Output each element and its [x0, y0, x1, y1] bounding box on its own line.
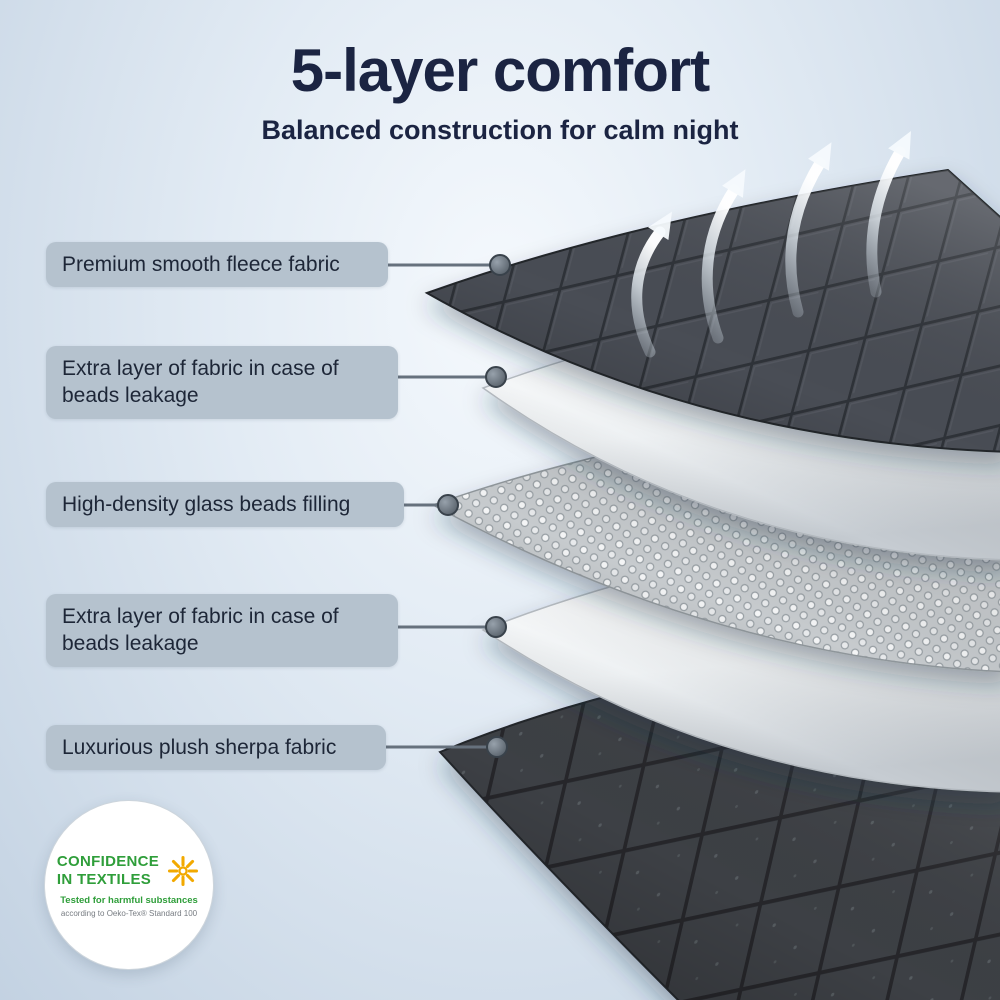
airflow-arrowhead-icon	[648, 211, 673, 240]
airflow-arrow-icon	[866, 146, 906, 298]
layer-label-text: High-density glass beads filling	[62, 493, 351, 516]
beads-layer-sheet	[431, 391, 1000, 673]
layer-label-sherpa: Luxurious plush sherpa fabric	[46, 725, 386, 771]
connector-dot-1	[489, 254, 511, 276]
layer-label-beads: High-density glass beads filling	[46, 482, 404, 528]
airflow-arrow-icon	[701, 184, 740, 344]
fleece-layer-sheet	[424, 168, 1000, 453]
badge-line-1: CONFIDENCE	[56, 853, 160, 871]
airflow-arrows-icon	[631, 130, 911, 358]
oeko-tex-badge: CONFIDENCE IN TEXTILES Tested for harmfu…	[44, 800, 214, 970]
inner-fabric-sheet-top	[481, 273, 1000, 561]
connector-dots	[437, 254, 511, 758]
layer-label-text: Extra layer of fabric in case of beads l…	[62, 357, 339, 408]
airflow-arrowhead-icon	[722, 169, 746, 198]
badge-line-2: IN TEXTILES	[56, 870, 152, 888]
inner-fabric-sheet-bottom	[481, 515, 1000, 793]
connector-dot-2	[485, 366, 507, 388]
sherpa-layer-sheet	[438, 630, 1000, 1000]
oeko-tex-flower-icon	[168, 855, 199, 886]
badge-tested-text: Tested for harmful substances	[60, 894, 198, 906]
airflow-arrow-icon	[631, 226, 666, 358]
airflow-arrow-icon	[785, 157, 826, 318]
connector-dot-4	[485, 616, 507, 638]
layer-label-text: Luxurious plush sherpa fabric	[62, 736, 337, 759]
connector-dot-5	[486, 736, 508, 758]
page-title: 5-layer comfort	[290, 37, 710, 104]
badge-standard-text: according to Oeko-Tex® Standard 100	[60, 908, 198, 918]
layer-label-inner-fabric-bottom: Extra layer of fabric in case of beads l…	[46, 594, 398, 667]
connector-dot-3	[437, 494, 459, 516]
page-subtitle: Balanced construction for calm night	[261, 115, 739, 145]
badge-title-row: CONFIDENCE IN TEXTILES	[57, 853, 201, 889]
layer-label-inner-fabric-top: Extra layer of fabric in case of beads l…	[46, 346, 398, 419]
layer-label-text: Premium smooth fleece fabric	[62, 253, 340, 276]
layer-label-fleece: Premium smooth fleece fabric	[46, 242, 388, 288]
layer-label-text: Extra layer of fabric in case of beads l…	[62, 605, 339, 656]
header: 5-layer comfort Balanced construction fo…	[0, 36, 1000, 146]
